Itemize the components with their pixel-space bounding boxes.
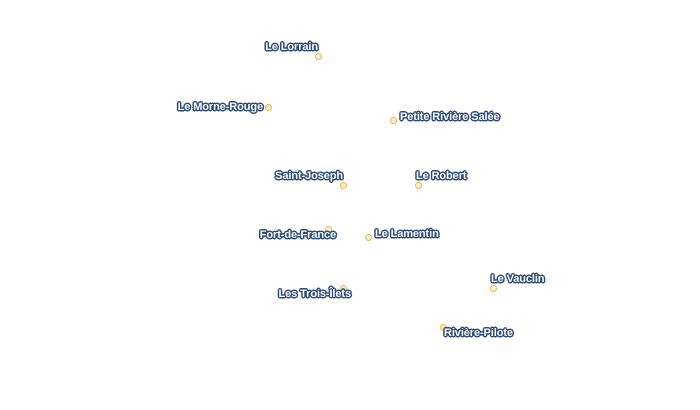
place-label[interactable]: Petite Rivière Salée: [400, 111, 500, 123]
location-marker-icon[interactable]: [339, 181, 347, 189]
location-marker-icon[interactable]: [489, 284, 497, 292]
location-marker-icon[interactable]: [264, 103, 272, 111]
location-marker-icon[interactable]: [364, 233, 372, 241]
place-label[interactable]: Fort-de-France: [259, 229, 336, 241]
place-label[interactable]: Saint-Joseph: [275, 170, 343, 182]
location-marker-icon[interactable]: [324, 225, 332, 233]
location-marker-icon[interactable]: [314, 52, 322, 60]
location-marker-icon[interactable]: [414, 181, 422, 189]
location-marker-icon[interactable]: [339, 284, 347, 292]
location-marker-icon[interactable]: [439, 323, 447, 331]
place-label[interactable]: Le Lorrain: [265, 41, 318, 53]
place-label[interactable]: Les Trois-Îlets: [278, 288, 352, 300]
place-label[interactable]: Le Lamentin: [375, 228, 439, 240]
place-label[interactable]: Le Vauclin: [491, 273, 545, 285]
place-label[interactable]: Le Morne-Rouge: [177, 101, 263, 113]
place-label[interactable]: Rivière-Pilote: [444, 327, 513, 339]
place-label[interactable]: Le Robert: [416, 170, 467, 182]
location-marker-icon[interactable]: [389, 116, 397, 124]
